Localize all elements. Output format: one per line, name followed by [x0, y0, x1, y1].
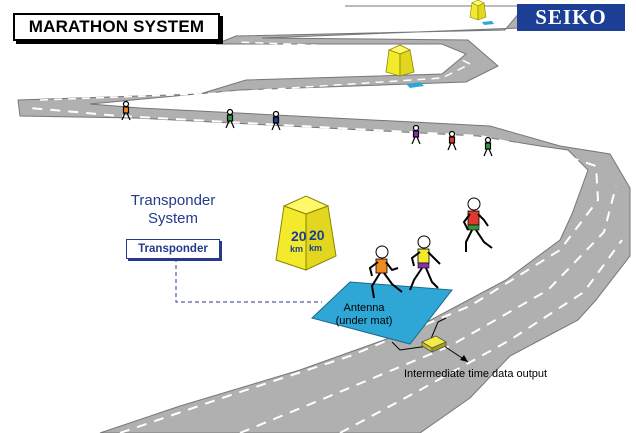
transponder-system-line1: Transponder [130, 192, 216, 209]
page-title: MARATHON SYSTEM [13, 13, 220, 41]
antenna-line2: (under mat) [335, 315, 393, 327]
runner-icon [462, 197, 493, 252]
transponder-box: Transponder [126, 239, 220, 259]
marker-unit-left: km [290, 244, 303, 254]
antenna-label: Antenna (under mat) [324, 302, 404, 328]
runner-icon [121, 100, 131, 121]
runner-icon [447, 130, 457, 151]
runner-icon [483, 136, 493, 157]
runner-icon [409, 235, 441, 291]
marker-unit-right: km [309, 243, 322, 253]
runner-icon [271, 110, 281, 131]
marker-number-left: 20 [291, 228, 307, 244]
distance-marker-icon: 20 km 20 km [275, 195, 337, 271]
antenna-line1: Antenna [343, 302, 385, 314]
seiko-logo: SEIKO [517, 4, 625, 31]
runner-icon [368, 245, 403, 299]
runner-icon [411, 124, 421, 145]
antenna-mat [311, 281, 453, 345]
output-label: Intermediate time data output [404, 368, 548, 380]
marker-number-right: 20 [309, 227, 325, 243]
transponder-system-line2: System [147, 210, 198, 227]
transponder-system-label: Transponder System [118, 192, 228, 228]
output-arrow-head [460, 355, 468, 362]
distance-marker-small-icon [385, 44, 424, 88]
road [17, 5, 631, 433]
output-box-icon [421, 335, 447, 353]
transponder-connector-line [175, 258, 322, 303]
distance-marker-far-icon [469, 0, 494, 25]
runner-icon [225, 108, 235, 129]
